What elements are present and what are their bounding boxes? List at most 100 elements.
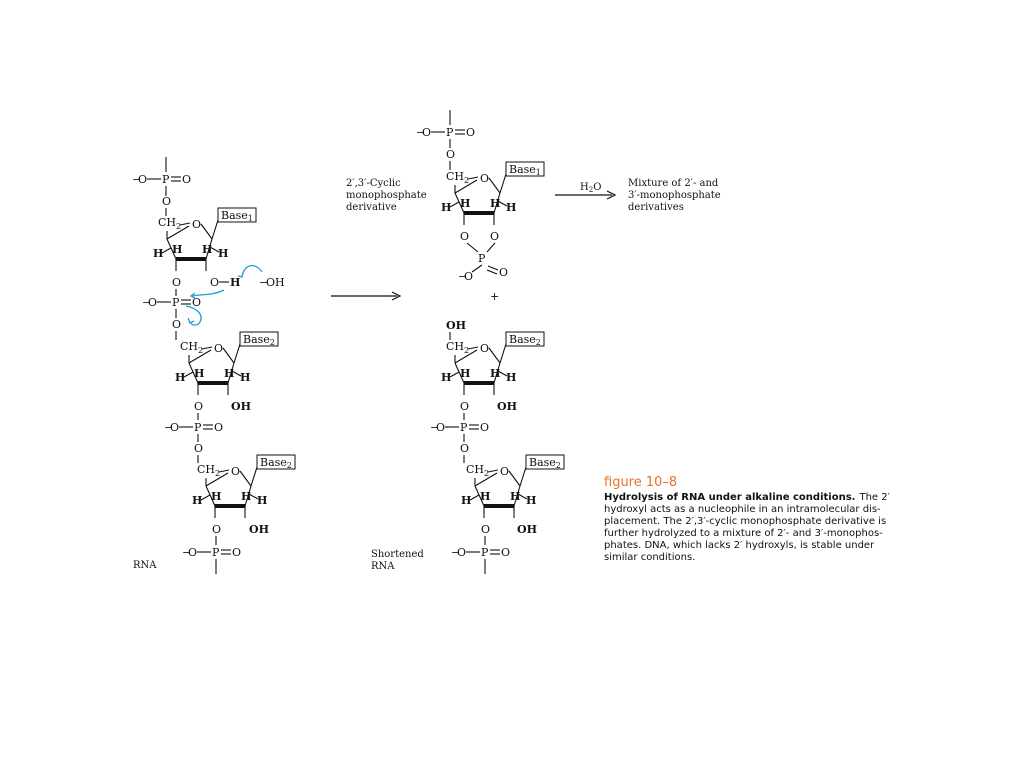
ch2-group-main: CH <box>446 340 464 353</box>
atom-o-2prime: O <box>490 230 499 243</box>
svg-text:CH2: CH2 <box>446 340 469 355</box>
atom-o: O <box>172 318 181 331</box>
svg-text:Base1: Base1 <box>509 163 541 177</box>
shortened-label-line2: RNA <box>371 561 395 572</box>
caption-line: hydroxyl acts as a nucleophile in an int… <box>604 504 881 515</box>
ch2-group-main: CH <box>180 340 198 353</box>
water-o: O <box>593 182 601 193</box>
bond-h <box>517 493 528 500</box>
base-label: Base <box>243 333 270 346</box>
ring-bond <box>205 485 216 507</box>
ring-bond <box>466 242 479 253</box>
ring-bond <box>474 485 485 507</box>
h-atom: H <box>441 201 451 214</box>
base-label: Base <box>509 333 536 346</box>
atom-o: O <box>182 173 191 186</box>
blue-arrow-hydroxide <box>241 265 263 277</box>
h-atom-2prime: H <box>230 276 240 289</box>
bond-h <box>231 370 242 377</box>
base-label: Base <box>529 456 556 469</box>
base-subscript: 1 <box>536 168 541 177</box>
base-box-frame <box>256 454 296 470</box>
h-atom: H <box>506 371 516 384</box>
bond-c1-base <box>211 219 219 240</box>
arrow-head <box>606 190 617 200</box>
atom-p: P <box>212 546 220 559</box>
ring-bond <box>200 223 213 240</box>
bond-h <box>449 201 460 208</box>
bond-h <box>497 370 508 377</box>
atom-o: O <box>148 296 157 309</box>
bond-c1-base <box>250 466 258 487</box>
bond-h <box>200 494 211 501</box>
base-box: Base1 <box>505 161 545 177</box>
ch2-group-sub: 2 <box>176 222 181 231</box>
atom-o: O <box>446 148 455 161</box>
arrow-head <box>187 317 195 324</box>
base-box: Base2 <box>239 331 279 347</box>
ch2-group-sub: 2 <box>464 176 469 185</box>
atom-o: O <box>466 126 475 139</box>
charge-minus: − <box>451 546 460 559</box>
charge-minus: − <box>142 296 151 309</box>
atom-o: O <box>436 421 445 434</box>
base-box: Base2 <box>525 454 565 470</box>
ch2-group-sub: 2 <box>215 469 220 478</box>
ch2-group: CH2 <box>446 340 469 355</box>
water-h: H <box>580 182 589 193</box>
atom-o-3prime: O <box>460 230 469 243</box>
caption-bold: Hydrolysis of RNA under alkaline conditi… <box>604 492 855 503</box>
atom-p: P <box>478 252 486 265</box>
h-atom: H <box>441 371 451 384</box>
ring-bond <box>508 470 521 487</box>
bond-ch2-o <box>179 222 191 226</box>
ring-bond <box>454 362 465 384</box>
atom-p: P <box>172 296 180 309</box>
bond-c1-base <box>499 343 507 364</box>
base-box-frame <box>525 454 565 470</box>
mixture-label-line2: 3′-monophosphate <box>628 190 721 201</box>
mixture-label-line1: Mixture of 2′- and <box>628 178 719 189</box>
charge-minus: − <box>416 126 425 139</box>
ring-bond <box>227 362 235 384</box>
caption-line: phates. DNA, which lacks 2′ hydroxyls, i… <box>604 540 875 551</box>
atom-o: O <box>138 173 147 186</box>
svg-text:CH2: CH2 <box>158 216 181 231</box>
double-bond <box>486 269 498 275</box>
h-atom: H <box>506 201 516 214</box>
bond-c1-base <box>519 466 527 487</box>
ch2-group: CH2 <box>180 340 203 355</box>
bond-h <box>497 200 508 207</box>
bond-h <box>469 494 480 501</box>
atom-p: P <box>162 173 170 186</box>
bond-ch2-o <box>201 346 213 350</box>
ring-bond <box>205 238 213 260</box>
base-label: Base <box>260 456 287 469</box>
charge-minus: − <box>132 173 141 186</box>
caption-line: placement. The 2′,3′-cyclic monophosphat… <box>604 516 886 527</box>
h-atom: H <box>510 490 520 503</box>
hydroxyl-2prime: OH <box>497 400 517 413</box>
ch2-group: CH2 <box>446 170 469 185</box>
base-subscript: 2 <box>536 338 541 347</box>
atom-o: O <box>460 442 469 455</box>
cyclic-label-line1: 2′,3′-Cyclic <box>346 178 401 189</box>
ring-bond <box>188 362 199 384</box>
ring-bond <box>454 192 465 214</box>
hydroxyl-5prime: OH <box>446 319 466 332</box>
bond-c1-base <box>499 173 507 194</box>
atom-o: O <box>214 421 223 434</box>
mixture-label: Mixture of 2′- and3′-monophosphatederiva… <box>628 178 721 213</box>
ch2-group-sub: 2 <box>198 346 203 355</box>
bond-h <box>209 246 220 253</box>
double-bond <box>487 265 499 271</box>
base-subscript: 2 <box>270 338 275 347</box>
